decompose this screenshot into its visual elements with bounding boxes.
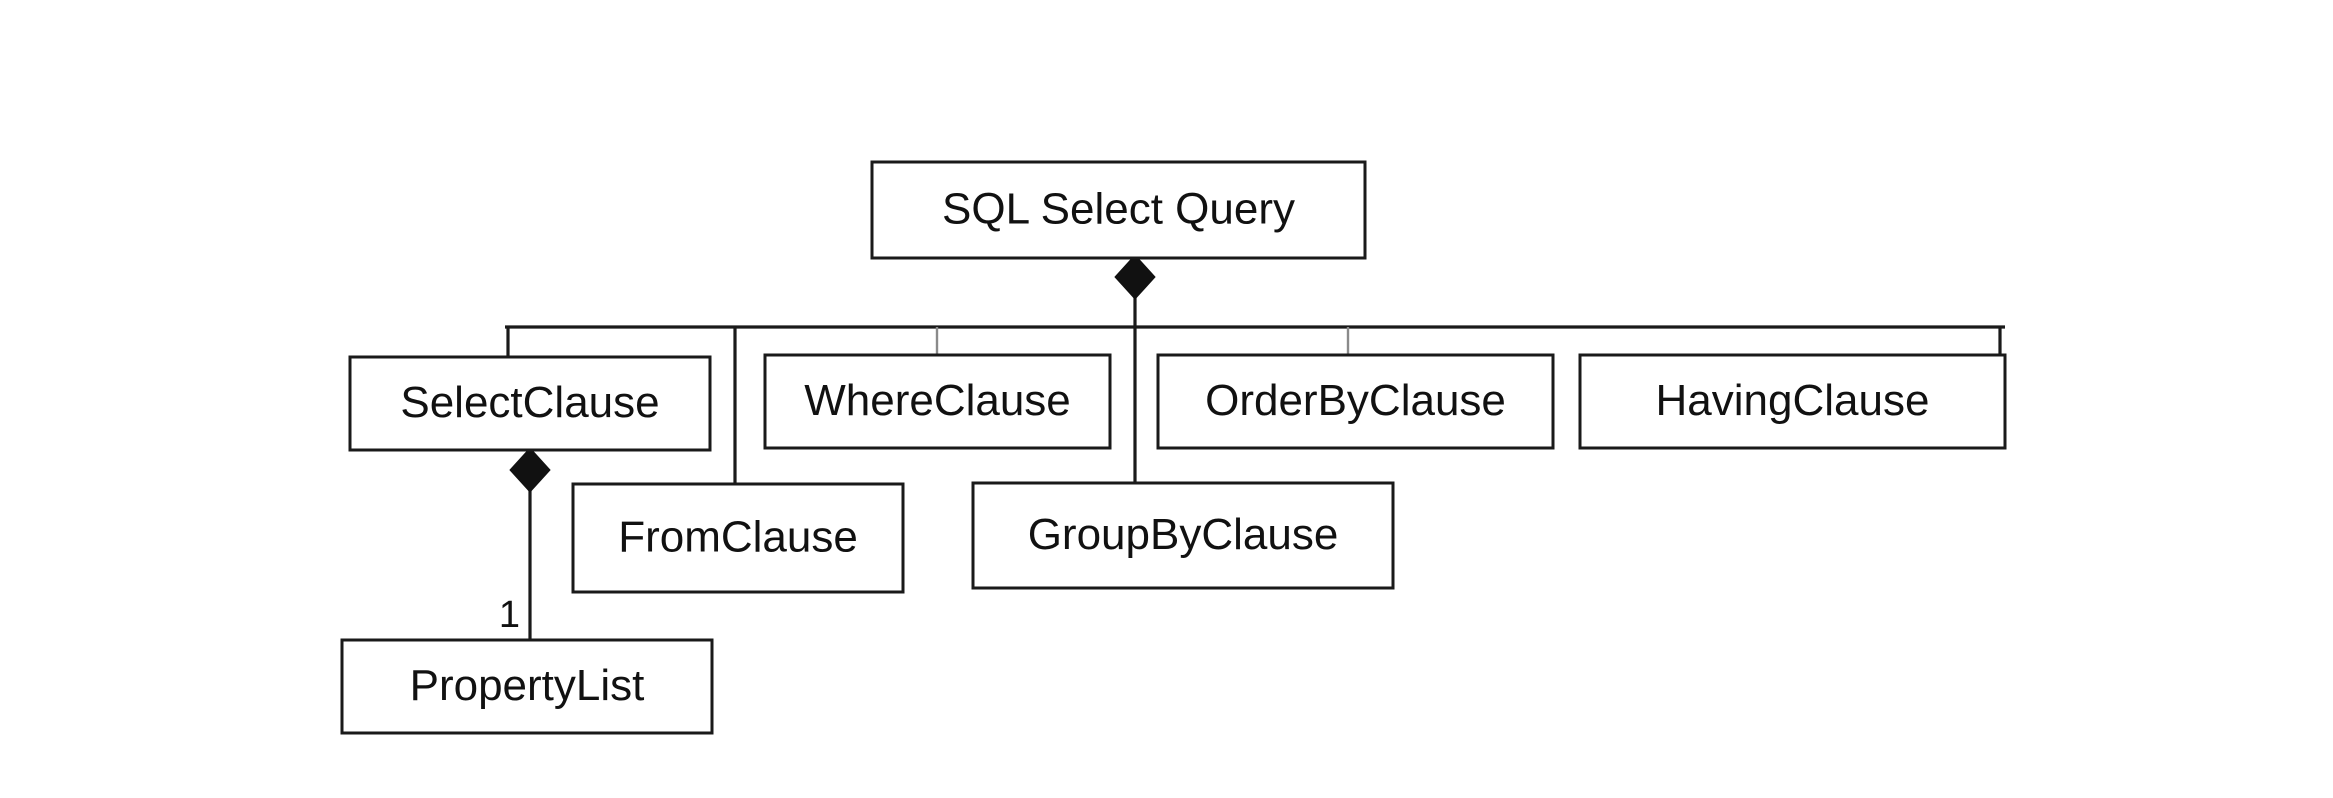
node-label-sql-select-query: SQL Select Query	[942, 185, 1295, 234]
node-box-having-clause[interactable]	[1578, 353, 2007, 450]
node-box-order-by-clause[interactable]	[1156, 353, 1555, 450]
node-order-by-clause[interactable]: OrderByClause	[1156, 353, 1555, 450]
node-box-where-clause[interactable]	[763, 353, 1112, 450]
filled-diamond-icon-select-clause	[509, 447, 551, 493]
node-label-having-clause: HavingClause	[1656, 376, 1930, 425]
node-having-clause[interactable]: HavingClause	[1578, 353, 2007, 450]
node-box-group-by-clause[interactable]	[971, 481, 1395, 590]
node-box-sql-select-query[interactable]	[870, 160, 1367, 260]
node-sql-select-query[interactable]: SQL Select Query	[870, 160, 1367, 260]
node-box-property-list[interactable]	[340, 638, 714, 735]
node-layer: SQL Select Query SelectClause WhereClaus…	[340, 160, 2007, 735]
node-where-clause[interactable]: WhereClause	[763, 353, 1112, 450]
node-box-select-clause[interactable]	[348, 355, 712, 452]
node-label-where-clause: WhereClause	[804, 376, 1071, 425]
node-select-clause[interactable]: SelectClause	[348, 355, 712, 452]
label-layer: 1	[499, 594, 520, 636]
multiplicity-label-property-list: 1	[499, 594, 520, 636]
node-group-by-clause[interactable]: GroupByClause	[971, 481, 1395, 590]
node-label-group-by-clause: GroupByClause	[1028, 510, 1339, 559]
filled-diamond-icon-root	[1114, 254, 1156, 300]
node-box-from-clause[interactable]	[571, 482, 905, 594]
node-label-select-clause: SelectClause	[400, 378, 659, 427]
node-property-list[interactable]: PropertyList	[340, 638, 714, 735]
marker-layer	[509, 254, 1156, 493]
node-from-clause[interactable]: FromClause	[571, 482, 905, 594]
node-label-from-clause: FromClause	[618, 513, 858, 562]
node-label-property-list: PropertyList	[410, 661, 645, 710]
node-label-order-by-clause: OrderByClause	[1205, 376, 1506, 425]
